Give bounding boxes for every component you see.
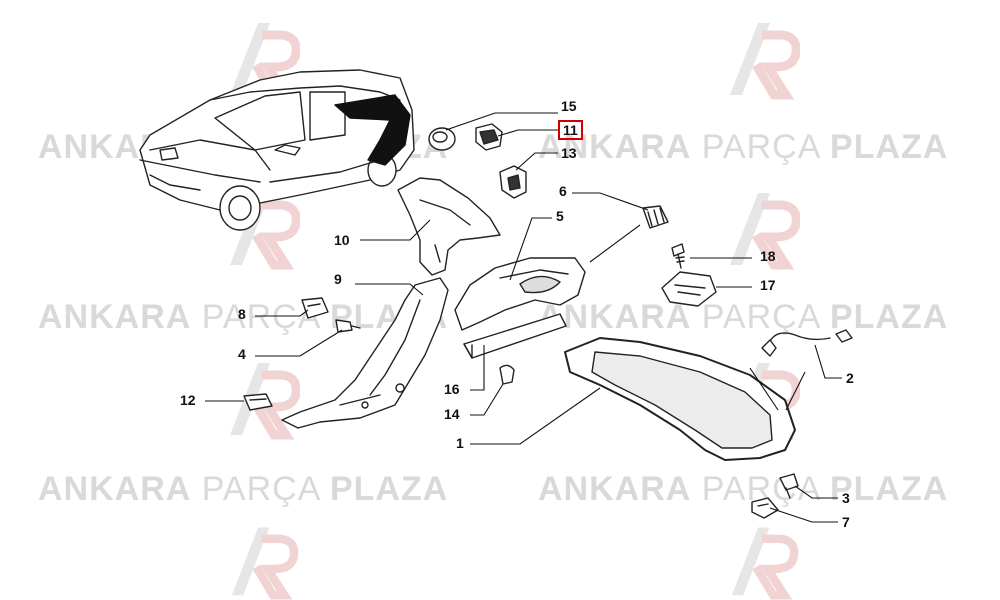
leader-6b bbox=[589, 224, 641, 263]
watermark-word: ANKARA bbox=[538, 128, 692, 166]
part-14-plug bbox=[499, 364, 515, 385]
callout-3: 3 bbox=[842, 490, 850, 506]
leader-1 bbox=[470, 387, 601, 445]
callout-16: 16 bbox=[444, 381, 460, 397]
ap-logo-icon bbox=[231, 527, 299, 600]
callout-10: 10 bbox=[334, 232, 350, 248]
callout-14: 14 bbox=[444, 406, 460, 422]
leader-2b bbox=[749, 367, 806, 411]
ap-logo-icon bbox=[730, 193, 800, 270]
leader-9 bbox=[355, 283, 424, 296]
callout-9: 9 bbox=[334, 271, 342, 287]
watermark-word: PLAZA bbox=[829, 470, 949, 508]
callout-17: 17 bbox=[760, 277, 776, 293]
watermark-word: PARÇA bbox=[701, 298, 820, 336]
part-8-clip bbox=[301, 297, 329, 319]
leader-16 bbox=[470, 345, 485, 391]
callout-6: 6 bbox=[559, 183, 567, 199]
part-9-sill-trim bbox=[281, 277, 449, 429]
watermark-text: ANKARA PARÇA PLAZA bbox=[538, 298, 948, 337]
watermark-word: ANKARA bbox=[538, 470, 692, 508]
part-5-wheelhouse-trim bbox=[454, 257, 586, 331]
part-4-screw bbox=[335, 319, 353, 333]
watermark-text: ANKARA PARÇA PLAZA bbox=[38, 470, 448, 509]
leader-6 bbox=[572, 192, 649, 211]
watermark-word: PLAZA bbox=[829, 298, 949, 336]
watermark-word: PARÇA bbox=[201, 470, 320, 508]
watermark-word: ANKARA bbox=[38, 470, 192, 508]
ap-logo-icon bbox=[730, 23, 800, 100]
part-7-clip bbox=[751, 497, 779, 519]
part-12-clip bbox=[243, 393, 273, 411]
watermark-word: PLAZA bbox=[329, 470, 449, 508]
leader-15 bbox=[445, 112, 558, 131]
part-10-pillar-trim bbox=[397, 177, 501, 276]
callout-12: 12 bbox=[180, 392, 196, 408]
part-18-screw bbox=[671, 243, 685, 257]
car-illustration bbox=[139, 69, 415, 231]
leader-11 bbox=[497, 129, 558, 137]
part-2-cable bbox=[767, 332, 831, 346]
watermark-word: PLAZA bbox=[829, 128, 949, 166]
callout-1: 1 bbox=[456, 435, 464, 451]
callout-2: 2 bbox=[846, 370, 854, 386]
leader-5 bbox=[509, 217, 552, 281]
ap-logo-icon bbox=[230, 23, 300, 100]
leader-7 bbox=[769, 507, 838, 523]
callout-15: 15 bbox=[561, 98, 577, 114]
watermark-word: ANKARA bbox=[38, 298, 192, 336]
callout-18: 18 bbox=[760, 248, 776, 264]
leader-3 bbox=[794, 485, 838, 499]
leader-2 bbox=[814, 344, 842, 379]
watermark-text: ANKARA PARÇA PLAZA bbox=[538, 128, 948, 167]
part-17-connector bbox=[661, 271, 717, 307]
leader-13 bbox=[515, 152, 558, 171]
callout-8: 8 bbox=[238, 306, 246, 322]
leader-14 bbox=[470, 383, 504, 416]
leader-4 bbox=[255, 329, 343, 357]
ap-logo-icon bbox=[731, 527, 799, 600]
callout-7: 7 bbox=[842, 514, 850, 530]
callout-11-highlighted: 11 bbox=[558, 120, 583, 140]
watermark-word: ANKARA bbox=[538, 298, 692, 336]
watermark-word: PARÇA bbox=[701, 128, 820, 166]
callout-13: 13 bbox=[561, 145, 577, 161]
watermark-word: PARÇA bbox=[201, 298, 320, 336]
part-3-clip bbox=[779, 473, 799, 491]
leader-8 bbox=[255, 309, 309, 317]
watermark-text: ANKARA PARÇA PLAZA bbox=[538, 470, 948, 509]
leader-10 bbox=[360, 219, 431, 241]
callout-5: 5 bbox=[556, 208, 564, 224]
callout-4: 4 bbox=[238, 346, 246, 362]
